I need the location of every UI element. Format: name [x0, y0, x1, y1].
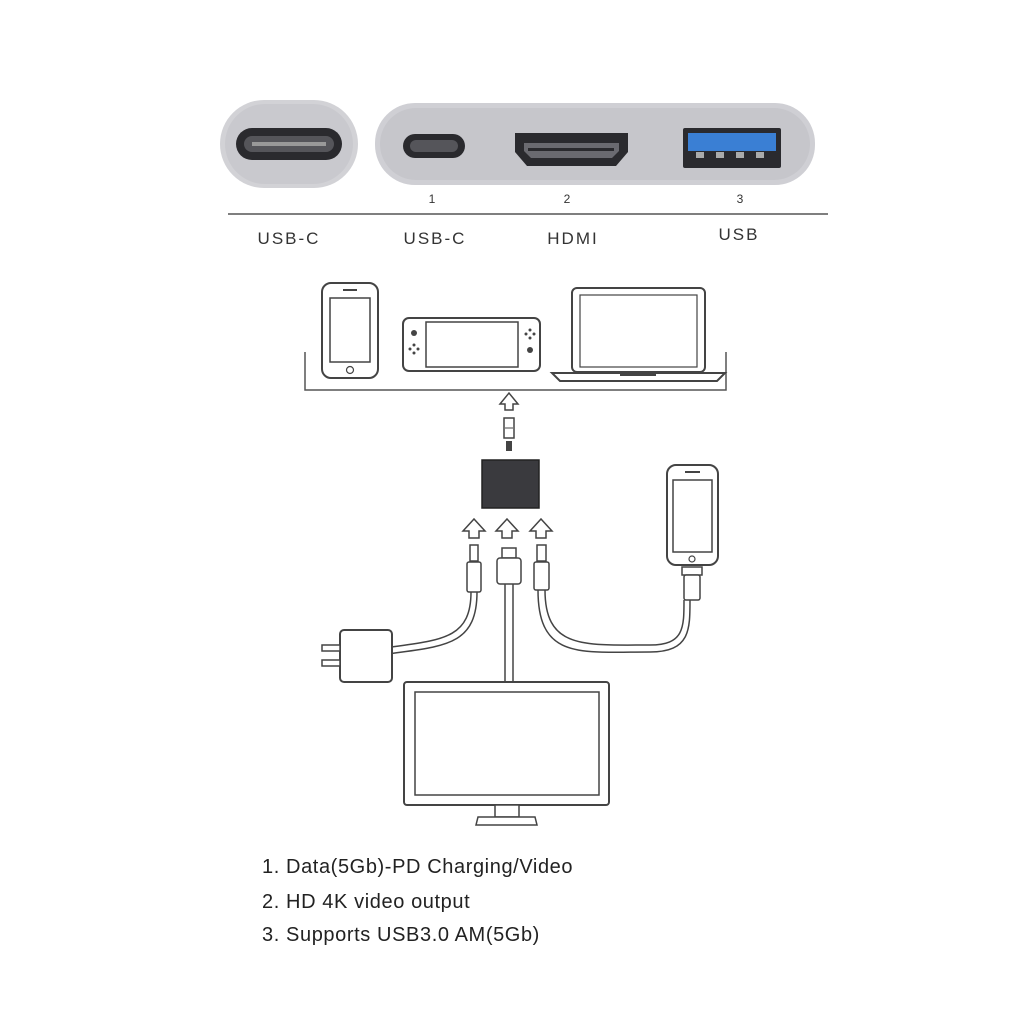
laptop-icon — [549, 287, 728, 382]
usb-c-connector-charger — [466, 544, 482, 593]
port-3-number: 3 — [736, 192, 744, 206]
port-2-number: 2 — [563, 192, 571, 206]
up-arrow-port-2 — [494, 517, 520, 539]
smartphone-icon — [666, 464, 719, 601]
feature-item-3: 3. Supports USB3.0 AM(5Gb) — [262, 924, 540, 946]
usb-port-icon — [683, 128, 781, 168]
port-2-label: HDMI — [547, 229, 599, 248]
up-arrow-port-1 — [461, 517, 487, 539]
charger-cable — [384, 591, 478, 655]
port-1-label: USB-C — [403, 229, 467, 248]
device-shelf — [304, 352, 727, 391]
up-arrow-port-3 — [528, 517, 554, 539]
port-1-number: 1 — [428, 192, 436, 206]
phone-icon — [321, 282, 379, 379]
hdmi-port-icon — [515, 133, 628, 166]
feature-item-1: 1. Data(5Gb)-PD Charging/Video — [262, 856, 574, 878]
usb-c-port-icon — [403, 134, 465, 158]
hdmi-connector — [496, 547, 522, 585]
phone-cable — [537, 589, 691, 654]
up-arrow-to-devices — [498, 391, 520, 411]
port-3-label: USB — [718, 225, 760, 244]
input-usb-c-plug — [220, 100, 358, 188]
game-console-icon — [402, 317, 541, 372]
input-usb-c-label: USB-C — [257, 229, 321, 248]
usb-c-cable-to-devices — [503, 417, 515, 451]
power-charger-icon — [321, 629, 393, 683]
monitor-icon — [403, 681, 610, 826]
hdmi-cable — [504, 584, 514, 682]
usb-connector-phone-cable — [533, 544, 550, 591]
adapter-box — [481, 459, 540, 509]
feature-item-2: 2. HD 4K video output — [262, 891, 471, 913]
